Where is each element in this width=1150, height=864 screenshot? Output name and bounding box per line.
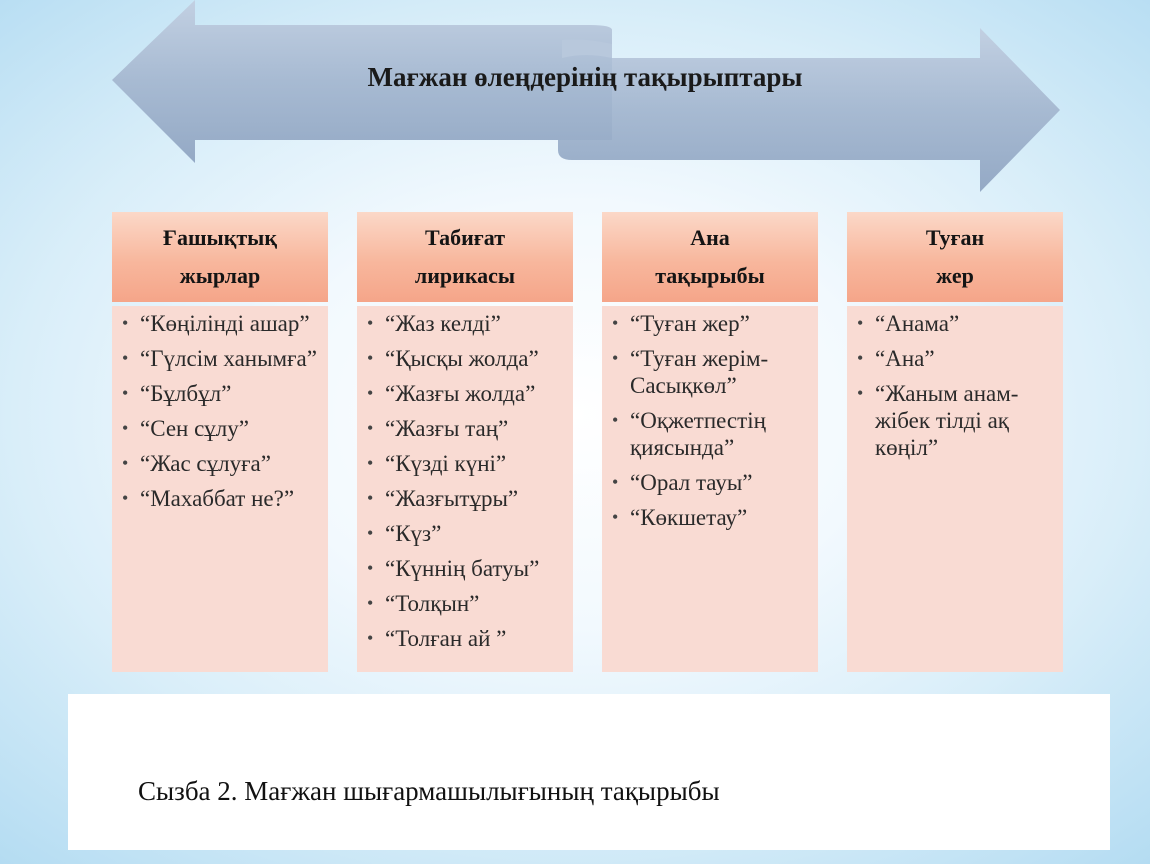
scroll-curl-shape (562, 39, 612, 58)
column-list-box: “Анама” “Ана” “Жаным анам-жібек тілді ақ… (847, 306, 1063, 672)
list-item: “Толған ай ” (367, 625, 563, 652)
list-item: “Бұлбұл” (122, 380, 318, 407)
list-item: “Көңілінді ашар” (122, 310, 318, 337)
double-arrow-banner (112, 0, 1060, 192)
list-item: “Жаным анам-жібек тілді ақ көңіл” (857, 380, 1053, 461)
column-mother-theme: Ана тақырыбы “Туған жер” “Туған жерім-Са… (602, 212, 818, 672)
list-item: “Жаз келді” (367, 310, 563, 337)
list-item: “Туған жерім-Сасықкөл” (612, 345, 808, 399)
list-item: “Ана” (857, 345, 1053, 372)
heading-line: Ғашықтық (162, 225, 278, 250)
list-item: “Орал тауы” (612, 469, 808, 496)
figure-caption: Сызба 2. Мағжан шығармашылығының тақырыб… (138, 776, 720, 806)
column-list-box: “Көңілінді ашар” “Гүлсім ханымға” “Бұлбұ… (112, 306, 328, 672)
heading-line: Туған (925, 225, 985, 250)
heading-line: тақырыбы (655, 263, 765, 288)
diagram-title: Мағжан өлеңдерінің тақырыптары (367, 62, 803, 92)
list-item: “Жазғы жолда” (367, 380, 563, 407)
right-arrow-shape (558, 28, 1060, 192)
list-item: “Анама” (857, 310, 1053, 337)
list-item: “Гүлсім ханымға” (122, 345, 318, 372)
list-item: “Күннің батуы” (367, 555, 563, 582)
list-item: “Күзді күні” (367, 450, 563, 477)
heading-line: жырлар (179, 263, 261, 288)
list-item: “Махаббат не?” (122, 485, 318, 512)
list-item: “Қысқы жолда” (367, 345, 563, 372)
column-heading: Ана тақырыбы (602, 212, 818, 302)
heading-line: Ана (690, 225, 730, 250)
column-heading: Табиғат лирикасы (357, 212, 573, 302)
heading-line: Табиғат (424, 225, 506, 250)
column-list-box: “Туған жер” “Туған жерім-Сасықкөл” “Оқже… (602, 306, 818, 672)
list-item: “Жазғы таң” (367, 415, 563, 442)
list-item: “Оқжетпестің қиясында” (612, 407, 808, 461)
list-item: “Жазғытұры” (367, 485, 563, 512)
column-native-land: Туған жер “Анама” “Ана” “Жаным анам-жібе… (847, 212, 1063, 672)
heading-line: жер (936, 263, 974, 288)
column-list-box: “Жаз келді” “Қысқы жолда” “Жазғы жолда” … (357, 306, 573, 672)
list-item: “Толқын” (367, 590, 563, 617)
left-arrow-shape (112, 0, 612, 163)
column-nature-lyrics: Табиғат лирикасы “Жаз келді” “Қысқы жолд… (357, 212, 573, 672)
list-item: “Күз” (367, 520, 563, 547)
list-item: “Жас сұлуға” (122, 450, 318, 477)
heading-line: лирикасы (414, 263, 516, 288)
list-item: “Сен сұлу” (122, 415, 318, 442)
caption-box: Сызба 2. Мағжан шығармашылығының тақырыб… (68, 694, 1110, 850)
column-love-poems: Ғашықтық жырлар “Көңілінді ашар” “Гүлсім… (112, 212, 328, 672)
list-item: “Туған жер” (612, 310, 808, 337)
column-heading: Туған жер (847, 212, 1063, 302)
column-heading: Ғашықтық жырлар (112, 212, 328, 302)
list-item: “Көкшетау” (612, 504, 808, 531)
